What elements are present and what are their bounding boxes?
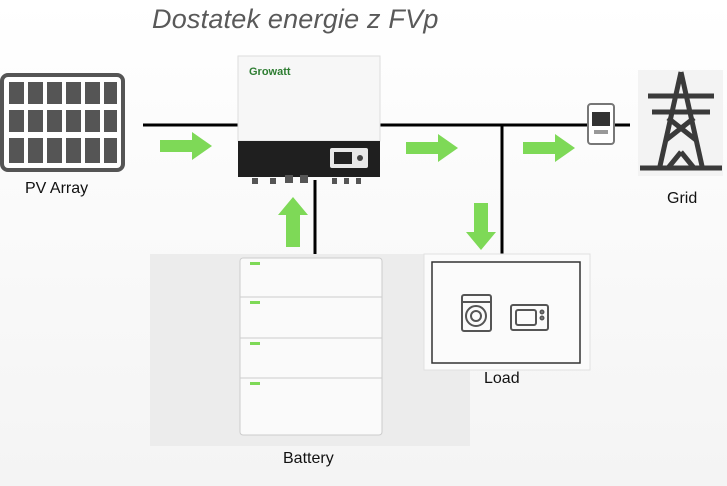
solar-panel-icon	[0, 73, 125, 172]
pv-array-label: PV Array	[25, 180, 89, 197]
load-box	[423, 253, 591, 371]
connection-lines	[143, 123, 630, 256]
inverter-brand-logo: Growatt	[249, 66, 291, 78]
battery-label: Battery	[283, 450, 334, 467]
flow-arrow-icon	[523, 134, 575, 162]
microwave-icon	[510, 304, 549, 331]
flow-arrow-icon	[278, 197, 308, 247]
load-label: Load	[484, 370, 520, 387]
flow-arrow-icon	[160, 132, 212, 160]
smart-meter-icon	[587, 103, 615, 145]
washing-machine-icon	[461, 294, 492, 332]
flow-arrows	[160, 132, 575, 250]
grid-label: Grid	[667, 190, 698, 207]
battery-stack-icon	[150, 254, 470, 446]
inverter-icon	[237, 55, 381, 184]
flow-arrow-icon	[406, 134, 458, 162]
flow-arrow-icon	[466, 203, 496, 250]
page-title: Dostatek energie z FVp	[152, 4, 439, 34]
power-pylon-icon	[638, 70, 723, 176]
